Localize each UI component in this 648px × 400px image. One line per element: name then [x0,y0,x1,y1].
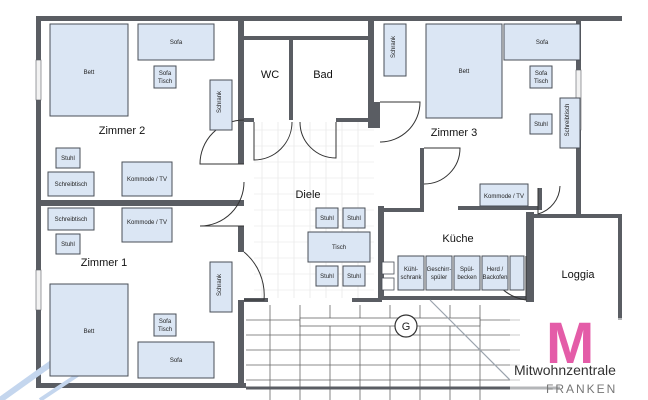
chair-label: Stuhl [347,216,361,222]
room-diele: Diele [295,189,320,201]
dishwasher-label-2: spüler [431,275,447,281]
sink-label-2: becken [457,275,476,281]
dishwasher-label-1: Geschirr- [427,267,452,273]
outlet-icon [381,277,395,291]
zimmer-3-furniture: Schrank Bett Sofa Sofa Tisch Stuhl Schre… [383,23,581,207]
chair [55,233,81,255]
wardrobe [209,261,233,313]
sofa-label: Sofa [170,358,183,364]
sofa-table [153,65,177,89]
wardrobe-label: Schrank [391,35,397,58]
logo-region: FRANKEN [546,382,618,396]
wardrobe-label: Schrank [217,273,223,296]
dishwasher [425,255,453,291]
sofa-table [529,65,553,89]
chair [529,113,553,135]
bed-label: Bett [459,69,470,75]
doors [199,101,561,301]
zimmer-1-furniture: Schreibtisch Stuhl Kommode / TV Schrank … [47,207,233,379]
sofa [137,23,215,61]
dresser-label: Kommode / TV [127,220,167,226]
diele-furniture: Stuhl Stuhl Tisch Stuhl Stuhl [307,207,371,287]
wardrobe-label: Schrank [217,90,223,113]
chair-label: Stuhl [320,274,334,280]
room-kueche: Küche [442,233,473,245]
logo-name: Mitwohnzentrale [514,362,616,378]
fridge-label-2: schrank [400,275,422,281]
outlet-icon [381,261,395,275]
desk [559,97,581,149]
sofa-table-label-2: Tisch [534,79,548,85]
sofa-table-label-2: Tisch [158,79,172,85]
sink [453,255,481,291]
room-bad: Bad [313,69,333,81]
chair [342,265,366,287]
bed-label: Bett [84,70,95,76]
sofa-table-label-2: Tisch [158,327,172,333]
chair [315,207,339,229]
bed-label: Bett [84,329,95,335]
stair-marker: G [394,314,418,338]
desk-label: Schreibtisch [565,104,571,137]
stove-label-2: Backofen [482,275,507,281]
bed [425,23,503,119]
sofa-table-label-1: Sofa [159,71,172,77]
chair-label: Stuhl [61,242,75,248]
stove-label-1: Herd / [487,267,504,273]
counter [509,255,525,291]
sofa-label: Sofa [170,40,183,46]
room-loggia: Loggia [561,269,595,281]
sink-label-1: Spül- [460,267,474,273]
chair-label: Stuhl [320,216,334,222]
chair [315,265,339,287]
fridge-label-1: Kühl- [404,267,418,273]
sofa-table-label-1: Sofa [159,319,172,325]
desk-label: Schreibtisch [55,182,88,188]
desk [47,171,95,197]
chair [55,147,81,169]
chair-label: Stuhl [347,274,361,280]
dresser-label: Kommode / TV [127,177,167,183]
dresser [479,183,529,207]
bed [49,283,129,377]
zimmer-2-furniture: Bett Sofa Sofa Tisch Schrank Stuhl Schre… [47,23,233,197]
stair-marker-label: G [402,321,411,333]
logo-mark: M [546,311,595,376]
dresser-label: Kommode / TV [484,194,524,200]
desk-label: Schreibtisch [55,217,88,223]
room-zimmer-1: Zimmer 1 [81,257,127,269]
kitchen-furniture: Kühl- schrank Geschirr- spüler Spül- bec… [381,255,525,291]
table [307,231,371,263]
sofa-label: Sofa [536,40,549,46]
fridge [397,255,425,291]
logo: M Mitwohnzentrale FRANKEN [510,311,648,400]
wardrobe [209,79,233,131]
wardrobe [383,23,407,77]
chair-label: Stuhl [534,122,548,128]
sofa [503,23,581,61]
sofa-table-label-1: Sofa [535,71,548,77]
sofa-table [153,313,177,337]
table-label: Tisch [332,245,346,251]
bed [49,23,129,117]
dresser [121,161,173,197]
chair [342,207,366,229]
sofa [137,341,215,379]
stove [481,255,509,291]
room-wc: WC [261,69,279,81]
room-zimmer-2: Zimmer 2 [99,125,145,137]
dresser [121,207,173,243]
chair-label: Stuhl [61,156,75,162]
desk [47,207,95,231]
room-zimmer-3: Zimmer 3 [431,127,477,139]
